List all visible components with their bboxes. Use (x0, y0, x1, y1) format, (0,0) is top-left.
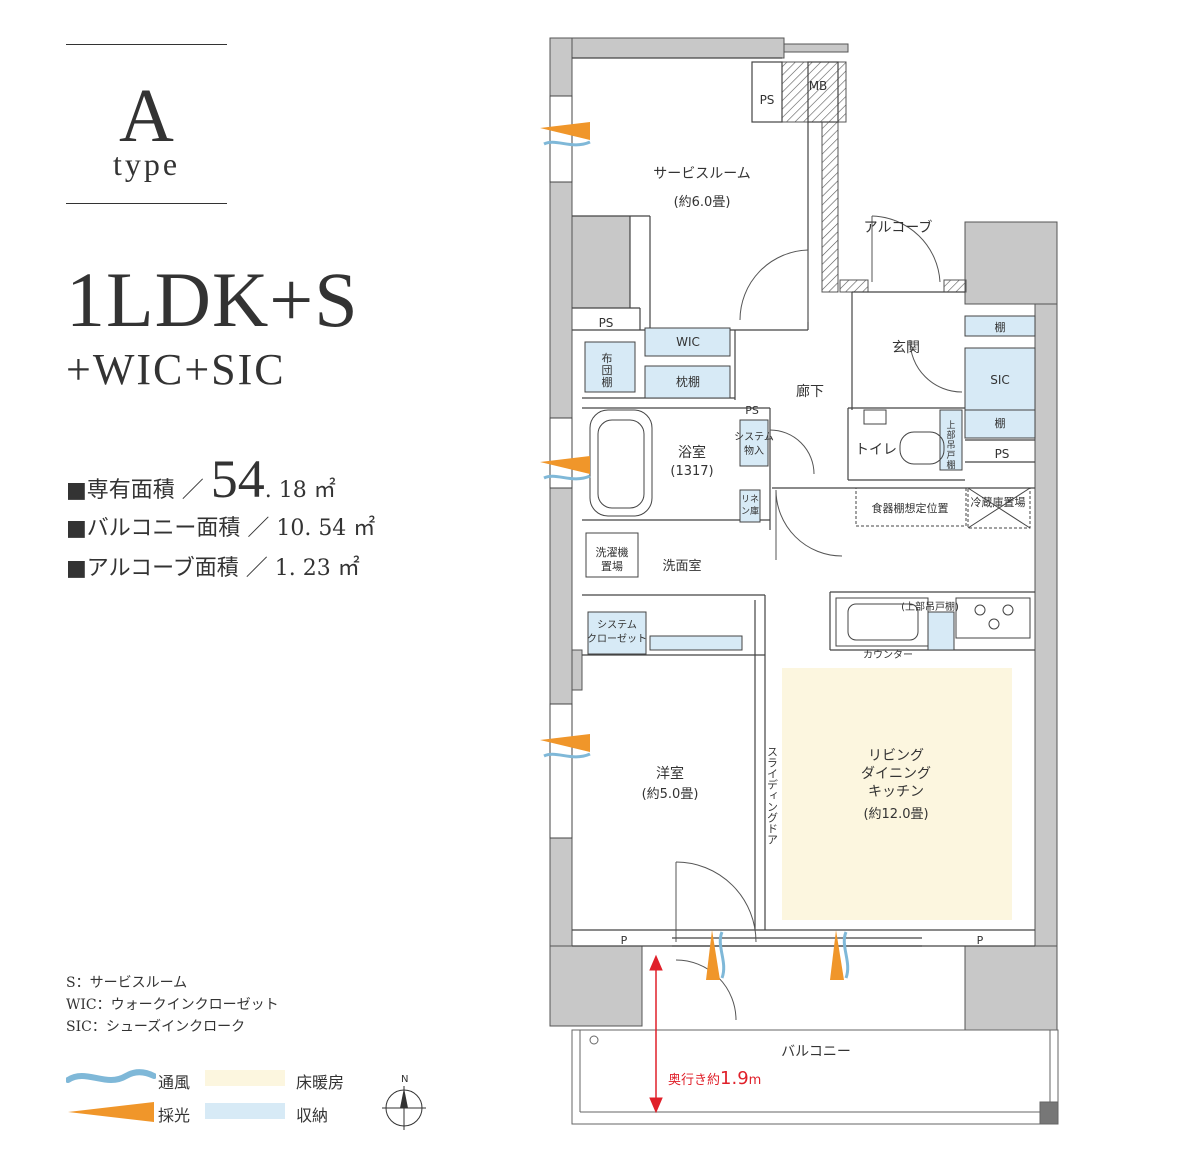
hallway-label: 廊下 (796, 383, 824, 400)
shelf-label-1: 棚 (995, 320, 1006, 334)
futon-shelf-label-2: 団 (602, 364, 613, 377)
interior-lines (572, 57, 1035, 947)
toilet-icon (863, 409, 945, 465)
type-letter: A (119, 74, 174, 158)
upper-cabinet-label-3: 吊 (946, 440, 955, 451)
system-closet-label-2: クローゼット (587, 633, 647, 645)
type-word: type (112, 146, 181, 182)
service-room-size: (約6.0畳) (674, 195, 731, 210)
abbr-sic: SIC：シューズインクローク (66, 1019, 246, 1035)
p-label-right: P (977, 934, 984, 947)
upper-cabinet-label-1: 上 (946, 420, 955, 431)
ps-label-left: PS (599, 316, 614, 330)
bottom-rule (66, 203, 227, 204)
ldk-size: (約12.0畳) (863, 807, 928, 822)
upper-cabinet-label-4: 戸 (946, 450, 955, 461)
washer-label-2: 置場 (601, 560, 623, 573)
legend-daylight: 採光 (158, 1106, 191, 1125)
bathroom-size: (1317) (670, 464, 713, 479)
depth-text: 奥行き約 (668, 1073, 720, 1088)
western-room-label: 洋室 (656, 765, 684, 782)
ventilation-legend-icon (66, 1069, 156, 1083)
alcove-label: アルコーブ (864, 219, 933, 236)
linen-label-1: リネ (741, 494, 759, 505)
compass-icon: N (382, 1074, 426, 1130)
daylight-legend-icon (68, 1102, 154, 1122)
ps-label-top: PS (760, 93, 775, 107)
system-storage-label-2: 物入 (744, 444, 764, 457)
washer-space (585, 532, 639, 578)
exclusive-area: ■専有面積 ／ 54. 18 ㎡ (66, 448, 336, 510)
wic-label: WIC (676, 335, 700, 349)
storage-areas (584, 315, 1036, 655)
depth-label: 奥行き約1.9m (668, 1068, 761, 1089)
western-room-size: (約5.0畳) (642, 787, 699, 802)
p-label-left: P (621, 934, 628, 947)
mb-label: MB (809, 79, 828, 93)
bathtub-icon (589, 409, 653, 517)
bathroom-label: 浴室 (678, 444, 706, 461)
legend-ventilation: 通風 (158, 1073, 191, 1092)
kitchen-upper-cabinets-label: (上部吊戸棚) (901, 600, 959, 613)
linen-label-2: ン庫 (741, 505, 759, 517)
pillow-shelf-label: 枕棚 (676, 374, 700, 389)
ldk-label-2: ダイニング (861, 766, 931, 782)
washroom-label: 洗面室 (662, 558, 701, 574)
ventilation-markers (543, 140, 850, 979)
dish-shelf-label: 食器棚想定位置 (872, 501, 949, 515)
depth-value: 1.9 (720, 1068, 749, 1089)
washer-label-1: 洗濯機 (596, 545, 629, 559)
balcony-label: バルコニー (781, 1044, 851, 1060)
floor-heating-swatch (205, 1070, 285, 1086)
abbr-s: S：サービスルーム (66, 975, 188, 991)
counter-label: カウンター (863, 649, 913, 661)
top-rule (66, 44, 227, 45)
sliding-door-label: スライディングドア (766, 746, 779, 845)
depth-arrow (649, 954, 663, 1114)
door-swings (675, 215, 963, 1021)
layout-subtitle: +WIC+SIC (66, 345, 286, 394)
ldk-label-1: リビング (868, 748, 924, 764)
service-room-label: サービスルーム (653, 166, 751, 182)
alcove-area: ■アルコーブ面積 ／ 1. 23 ㎡ (66, 556, 360, 581)
exclusive-area-label: ■専有面積 ／ (66, 478, 211, 503)
upper-cabinet-label-2: 部 (946, 429, 955, 441)
ps-label-mid: PS (745, 404, 759, 417)
ps-label-right: PS (995, 447, 1010, 461)
daylight-markers (540, 122, 844, 980)
upper-cabinet-label-5: 棚 (946, 459, 955, 471)
legend-floor-heating: 床暖房 (296, 1073, 345, 1092)
exclusive-area-value: 54 (210, 449, 265, 509)
futon-shelf-label-1: 布 (602, 352, 613, 365)
system-closet-label-1: システム (597, 619, 637, 631)
entrance-label: 玄関 (892, 339, 920, 356)
depth-unit: m (749, 1073, 762, 1088)
balcony-area: ■バルコニー面積 ／ 10. 54 ㎡ (66, 516, 376, 541)
fridge-label: 冷蔵庫置場 (971, 495, 1026, 509)
shelf-label-2: 棚 (995, 416, 1006, 430)
futon-shelf-label-3: 棚 (602, 375, 613, 389)
stove-icon (955, 597, 1031, 639)
sic-label: SIC (990, 373, 1010, 387)
shaft-wall (781, 61, 967, 293)
dish-shelf-space (855, 487, 967, 527)
layout-title: 1LDK+S (66, 256, 359, 343)
system-storage-label-1: システム (734, 431, 774, 443)
fridge-space (967, 487, 1031, 529)
compass-north-label: N (401, 1074, 408, 1085)
legend-storage: 収納 (296, 1106, 329, 1125)
kitchen-sink-icon (835, 597, 929, 647)
exclusive-area-decimal: . 18 ㎡ (264, 478, 336, 503)
abbr-wic: WIC：ウォークインクローゼット (66, 997, 279, 1013)
floor-heating-area (782, 668, 1012, 920)
toilet-label: トイレ (855, 442, 897, 458)
ldk-label-3: キッチン (868, 784, 924, 800)
balcony (571, 1029, 1059, 1125)
storage-swatch (205, 1103, 285, 1119)
